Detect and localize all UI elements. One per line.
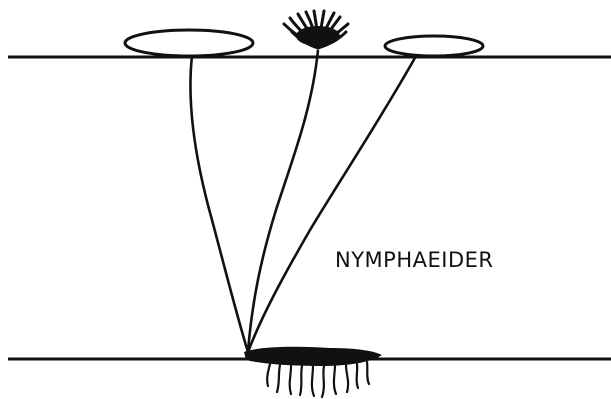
roots — [267, 362, 369, 397]
stem-left-leaf — [190, 56, 248, 352]
flower-icon — [284, 11, 348, 48]
stem-flower — [248, 50, 318, 352]
plant-group-label: NYMPHAEIDER — [335, 248, 493, 272]
floating-leaf-left — [125, 30, 253, 56]
stem-right-leaf — [248, 56, 416, 352]
floating-leaf-right — [385, 36, 483, 56]
rhizome — [244, 347, 382, 366]
